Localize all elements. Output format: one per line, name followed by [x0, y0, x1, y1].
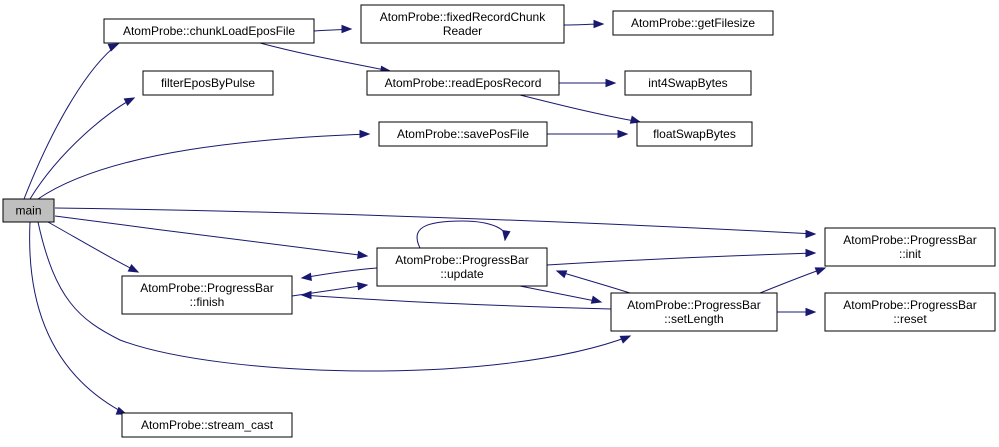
edge-main-to-filter	[29, 97, 135, 200]
edge-chunk-to-readrec	[259, 42, 391, 72]
arrowhead-savepos-to-floatsw	[617, 129, 629, 139]
arrowhead-main-to-pbfinish	[127, 263, 140, 273]
node-filter[interactable]: filterEposByPulse	[142, 70, 274, 96]
node-savepos[interactable]: AtomProbe::savePosFile	[378, 121, 548, 147]
edge-main-to-chunk	[23, 43, 119, 200]
node-floatsw[interactable]: floatSwapBytes	[636, 121, 753, 147]
node-label: ::reset	[893, 312, 927, 326]
arrowhead-main-to-filter	[123, 97, 136, 107]
node-label: AtomProbe::ProgressBar	[843, 298, 976, 312]
node-box	[636, 121, 753, 147]
arrowhead-pbsetlen-to-pbfinish	[300, 290, 312, 300]
node-label: ::update	[440, 267, 484, 281]
edge-main-to-savepos	[37, 133, 370, 200]
node-box	[366, 70, 560, 96]
node-pbreset[interactable]: AtomProbe::ProgressBar::reset	[824, 292, 996, 332]
node-box	[103, 18, 315, 44]
arrowhead-chunk-to-fixed	[341, 24, 353, 34]
node-int4[interactable]: int4SwapBytes	[624, 70, 752, 96]
node-getfs[interactable]: AtomProbe::getFilesize	[612, 10, 774, 36]
node-label: AtomProbe::getFilesize	[631, 16, 755, 30]
node-label: ::finish	[190, 295, 225, 309]
node-label: ::init	[899, 247, 922, 261]
node-pbupdate[interactable]: AtomProbe::ProgressBar::update	[376, 247, 548, 287]
edge-pbupdate-to-pbinit	[546, 252, 816, 266]
node-label: AtomProbe::fixedRecordChunk	[380, 10, 546, 24]
node-box	[824, 292, 996, 332]
node-box	[378, 121, 548, 147]
edge-main-to-streamcast	[29, 221, 127, 415]
node-label: floatSwapBytes	[653, 127, 736, 141]
node-readrec[interactable]: AtomProbe::readEposRecord	[366, 70, 560, 96]
edge-pbsetlen-to-pbinit	[759, 267, 826, 294]
arrowhead-pbupdate-to-pbupdate	[502, 229, 511, 242]
node-label: main	[15, 204, 41, 218]
edge-pbupdate-to-pbfinish	[301, 267, 378, 279]
node-label: AtomProbe::stream_cast	[141, 418, 274, 432]
arrowhead-pbupdate-to-pbfinish	[300, 272, 312, 282]
node-box	[121, 412, 293, 438]
arrowhead-pbsetlen-to-pbreset	[805, 307, 817, 317]
node-label: AtomProbe::ProgressBar	[140, 281, 273, 295]
node-pbfinish[interactable]: AtomProbe::ProgressBar::finish	[121, 275, 293, 315]
node-pbsetlen[interactable]: AtomProbe::ProgressBar::setLength	[610, 292, 778, 332]
arrowhead-fixed-to-getfs	[593, 19, 605, 29]
node-main[interactable]: main	[2, 198, 55, 223]
node-label: Reader	[443, 24, 482, 38]
edge-main-to-pbinit	[54, 207, 816, 235]
node-box	[612, 10, 774, 36]
node-label: AtomProbe::ProgressBar	[395, 253, 528, 267]
arrowhead-pbfinish-to-pbupdate	[357, 281, 369, 291]
node-label: int4SwapBytes	[648, 76, 727, 90]
node-label: AtomProbe::savePosFile	[397, 127, 529, 141]
node-chunk[interactable]: AtomProbe::chunkLoadEposFile	[103, 18, 315, 44]
edge-pbupdate-to-pbupdate	[416, 220, 507, 249]
edge-main-to-pbsetlen	[37, 221, 631, 372]
arrowhead-pbupdate-to-pbinit	[805, 248, 817, 258]
arrowhead-main-to-pbsetlen	[619, 335, 632, 344]
edge-main-to-pbupdate	[54, 215, 368, 257]
arrowhead-pbsetlen-to-pbinit	[814, 267, 827, 276]
node-box	[376, 247, 548, 287]
nodes-layer: mainAtomProbe::chunkLoadEposFileAtomProb…	[2, 4, 996, 438]
node-box	[624, 70, 752, 96]
node-box	[142, 70, 274, 96]
node-box	[824, 227, 996, 267]
edge-pbupdate-to-pbsetlen	[519, 285, 602, 303]
arrowhead-main-to-pbupdate	[357, 250, 369, 260]
arrowhead-readrec-to-int4	[605, 78, 617, 88]
arrowhead-pbsetlen-to-pbupdate	[555, 270, 568, 279]
node-label: filterEposByPulse	[161, 76, 255, 90]
node-streamcast[interactable]: AtomProbe::stream_cast	[121, 412, 293, 438]
node-box	[360, 4, 565, 44]
edge-main-to-pbfinish	[47, 221, 139, 273]
node-box	[121, 275, 293, 315]
arrowhead-main-to-chunk	[107, 43, 120, 52]
arrowhead-main-to-savepos	[359, 129, 371, 139]
node-box	[2, 198, 55, 223]
edge-pbsetlen-to-pbupdate	[556, 270, 631, 294]
edge-readrec-to-floatsw	[519, 94, 641, 123]
edge-pbsetlen-to-pbfinish	[301, 294, 612, 310]
edges-layer	[23, 19, 827, 415]
node-label: AtomProbe::chunkLoadEposFile	[123, 24, 295, 38]
arrowhead-pbupdate-to-pbsetlen	[590, 295, 603, 304]
arrowhead-main-to-streamcast	[115, 406, 128, 415]
node-box	[610, 292, 778, 332]
node-label: AtomProbe::ProgressBar	[627, 298, 760, 312]
arrowhead-main-to-pbinit	[805, 229, 817, 239]
node-label: ::setLength	[664, 312, 723, 326]
node-label: AtomProbe::ProgressBar	[843, 233, 976, 247]
node-label: AtomProbe::readEposRecord	[385, 76, 542, 90]
node-pbinit[interactable]: AtomProbe::ProgressBar::init	[824, 227, 996, 267]
